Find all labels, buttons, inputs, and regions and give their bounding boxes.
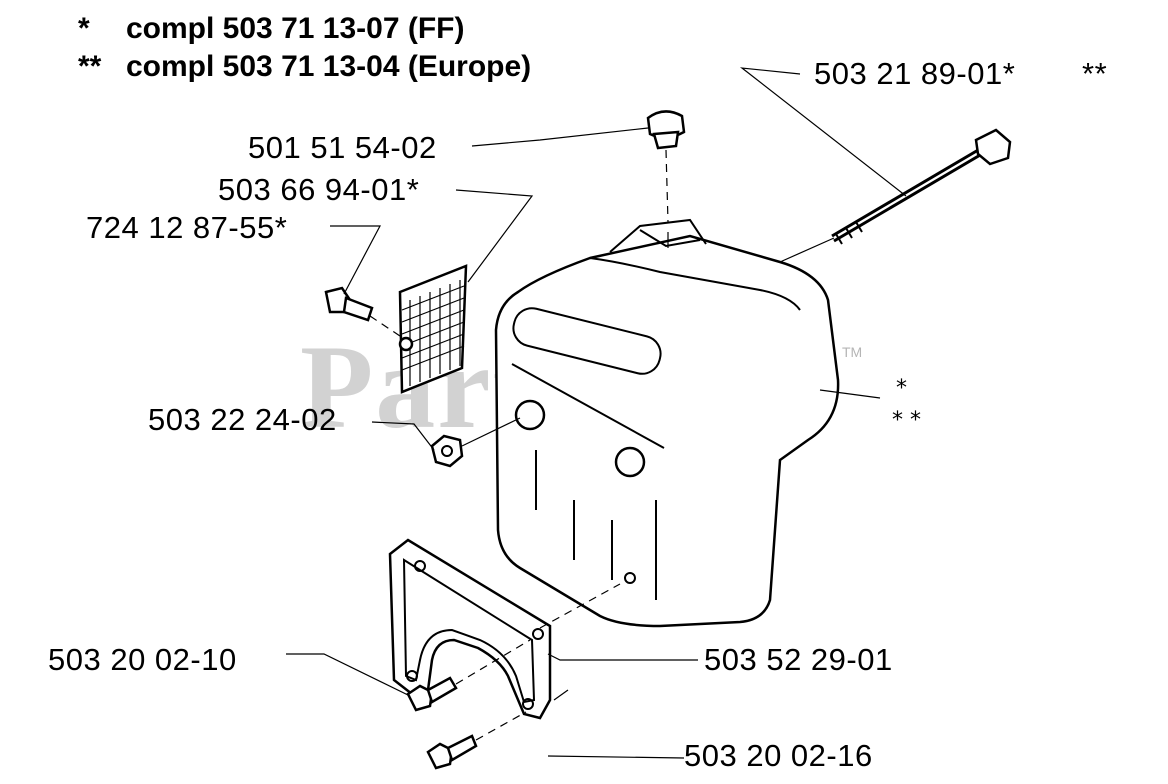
leader-lines xyxy=(286,67,907,759)
small-screw xyxy=(324,286,401,337)
label-screw-left[interactable]: 503 20 02-10 xyxy=(48,642,237,677)
cap-plug xyxy=(646,110,686,223)
muffler-cover xyxy=(494,218,840,628)
label-screen[interactable]: 503 66 94-01* xyxy=(218,172,420,207)
screw-bottom xyxy=(426,734,478,770)
legend-mark-2: ** xyxy=(78,50,102,83)
spark-screen xyxy=(398,264,468,394)
label-long-bolt-suffix: ** xyxy=(1082,56,1108,91)
label-cap-plug[interactable]: 501 51 54-02 xyxy=(248,130,437,165)
label-small-screw[interactable]: 724 12 87-55* xyxy=(86,210,288,245)
label-long-bolt[interactable]: 503 21 89-01* xyxy=(814,56,1016,91)
label-gasket[interactable]: 503 52 29-01 xyxy=(704,642,893,677)
cover-marker-single: * xyxy=(896,376,907,401)
legend-line-1: * compl 503 71 13-07 (FF) xyxy=(78,12,464,46)
nut xyxy=(430,417,521,468)
screw-left xyxy=(406,676,458,712)
label-nut[interactable]: 503 22 24-02 xyxy=(148,402,337,437)
legend-mark-1: * xyxy=(78,12,90,45)
legend-text-1: compl 503 71 13-07 (FF) xyxy=(126,12,465,45)
label-screw-bottom[interactable]: 503 20 02-16 xyxy=(684,738,873,773)
long-bolt xyxy=(831,128,1012,245)
gasket xyxy=(388,538,552,720)
cover-marker-double: * * xyxy=(892,408,921,433)
legend-line-2: ** compl 503 71 13-04 (Europe) xyxy=(78,50,531,84)
watermark-tm: TM xyxy=(842,344,863,360)
legend-text-2: compl 503 71 13-04 (Europe) xyxy=(126,50,532,83)
